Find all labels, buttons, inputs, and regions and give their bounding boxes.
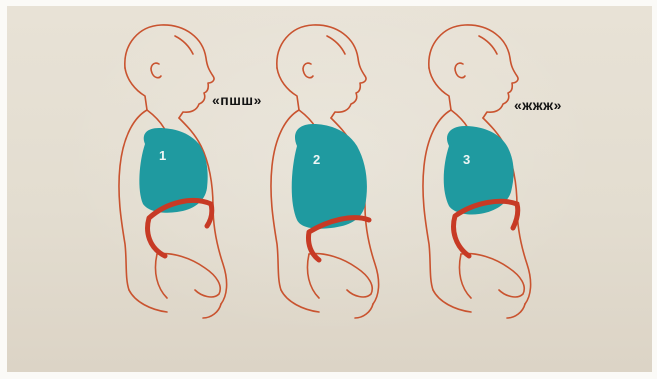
breathing-diagram: 1 2 3 xyxy=(7,6,652,372)
exhale-sound-label-1: «пшш» xyxy=(212,92,262,108)
lung-2 xyxy=(292,124,367,229)
lung-number-1: 1 xyxy=(159,148,166,163)
lung-number-3: 3 xyxy=(463,152,470,167)
exhale-sound-label-3: «жжж» xyxy=(514,97,562,113)
lung-number-2: 2 xyxy=(313,152,320,167)
figure-2: 2 xyxy=(271,25,379,318)
illustration-photo: 1 2 3 «пшш» «жжж» xyxy=(7,6,652,372)
figure-3: 3 xyxy=(423,25,531,318)
figure-1: 1 xyxy=(119,25,227,318)
